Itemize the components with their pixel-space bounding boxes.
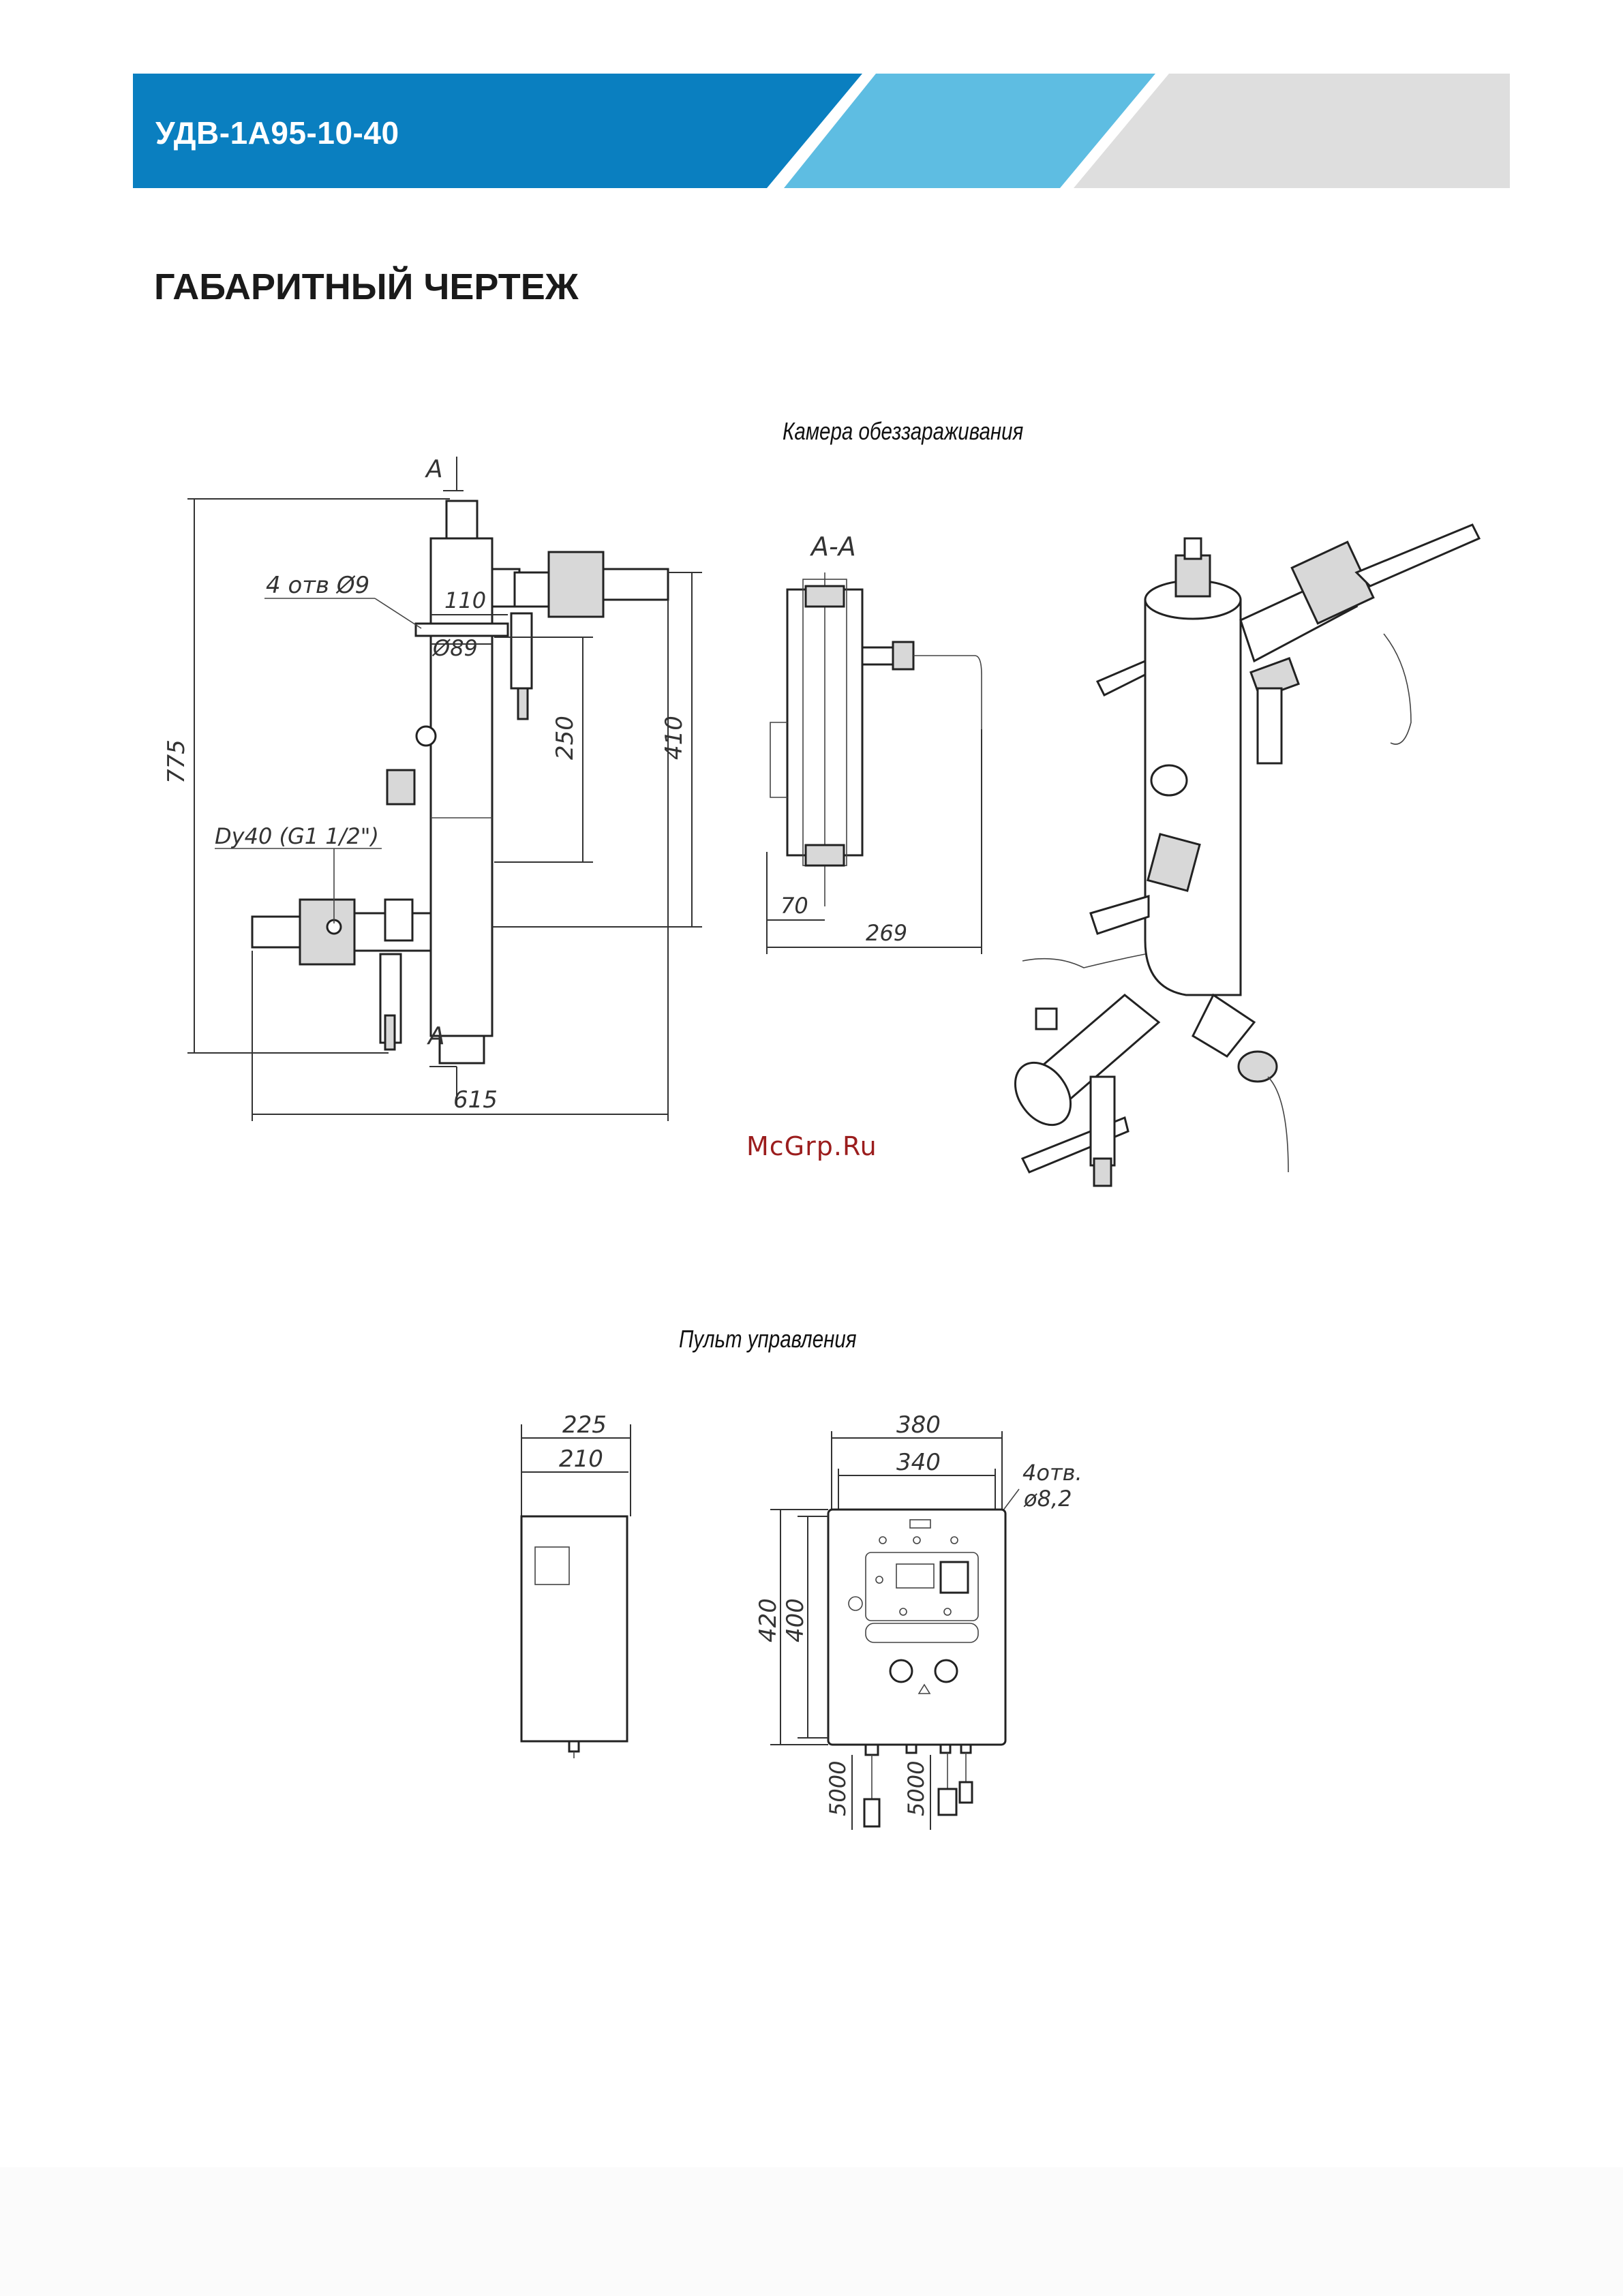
chamber-caption: Камера обеззараживания: [783, 417, 1023, 446]
dim-269: 269: [866, 920, 907, 946]
lamp-cap: [446, 501, 477, 538]
dim-cable-2: 5000: [903, 1761, 929, 1816]
3d-chamber-body: [1145, 600, 1241, 995]
watermark: McGrp.Ru: [746, 1131, 877, 1161]
section-mark-bottom: А: [427, 1022, 445, 1050]
dim-d89: Ø89: [431, 635, 478, 661]
page-footer-band: [0, 2167, 1623, 2296]
bottom-nut: [440, 1036, 484, 1063]
mounting-bracket: [416, 624, 508, 636]
dim-70: 70: [780, 893, 808, 919]
dim-110: 110: [444, 587, 486, 613]
holes-count: 4отв.: [1022, 1460, 1082, 1486]
dim-400: 400: [782, 1598, 809, 1642]
dim-380: 380: [896, 1411, 941, 1439]
chamber-side-view: А А 110 Ø89 4 отв Ø9 250 410 775 Dy40 (G…: [164, 450, 777, 1131]
section-view-label: А-А: [809, 532, 856, 562]
panel-switch-left: [890, 1660, 912, 1682]
panel-caption: Пульт управления: [679, 1325, 857, 1353]
chamber-section-view: А-А 70 269: [757, 525, 1002, 961]
panel-side-body: [521, 1516, 627, 1741]
bottom-inlet-valve: [300, 900, 354, 964]
dim-420: 420: [755, 1598, 782, 1642]
model-title: УДВ-1А95-10-40: [155, 114, 399, 151]
chamber-3d-view: [1002, 518, 1493, 1234]
dim-615: 615: [453, 1086, 498, 1114]
panel-front-view: 380 340 4отв. ø8,2 420 400 5000 5000: [743, 1404, 1125, 1840]
dim-250: 250: [551, 716, 579, 760]
section-mark-top: А: [425, 455, 443, 483]
dim-210: 210: [559, 1445, 603, 1473]
side-fitting: [387, 770, 414, 804]
dim-775: 775: [164, 739, 190, 784]
top-outlet-valve: [549, 552, 603, 617]
dim-410: 410: [661, 716, 688, 760]
bottom-inlet-pipe: [252, 917, 300, 947]
section-title: ГАБАРИТНЫЙ ЧЕРТЕЖ: [154, 266, 579, 308]
connection-label: Dy40 (G1 1/2"): [215, 823, 379, 849]
holes-label: 4 отв Ø9: [266, 572, 369, 599]
dim-225: 225: [562, 1411, 607, 1439]
panel-side-view: 225 210: [504, 1404, 654, 1758]
panel-front-body: [828, 1510, 1005, 1745]
hole-diameter: ø8,2: [1023, 1486, 1072, 1512]
panel-switch-right: [935, 1660, 957, 1682]
top-outlet-pipe: [603, 569, 668, 600]
dim-cable-1: 5000: [825, 1761, 851, 1816]
dim-340: 340: [896, 1449, 941, 1476]
